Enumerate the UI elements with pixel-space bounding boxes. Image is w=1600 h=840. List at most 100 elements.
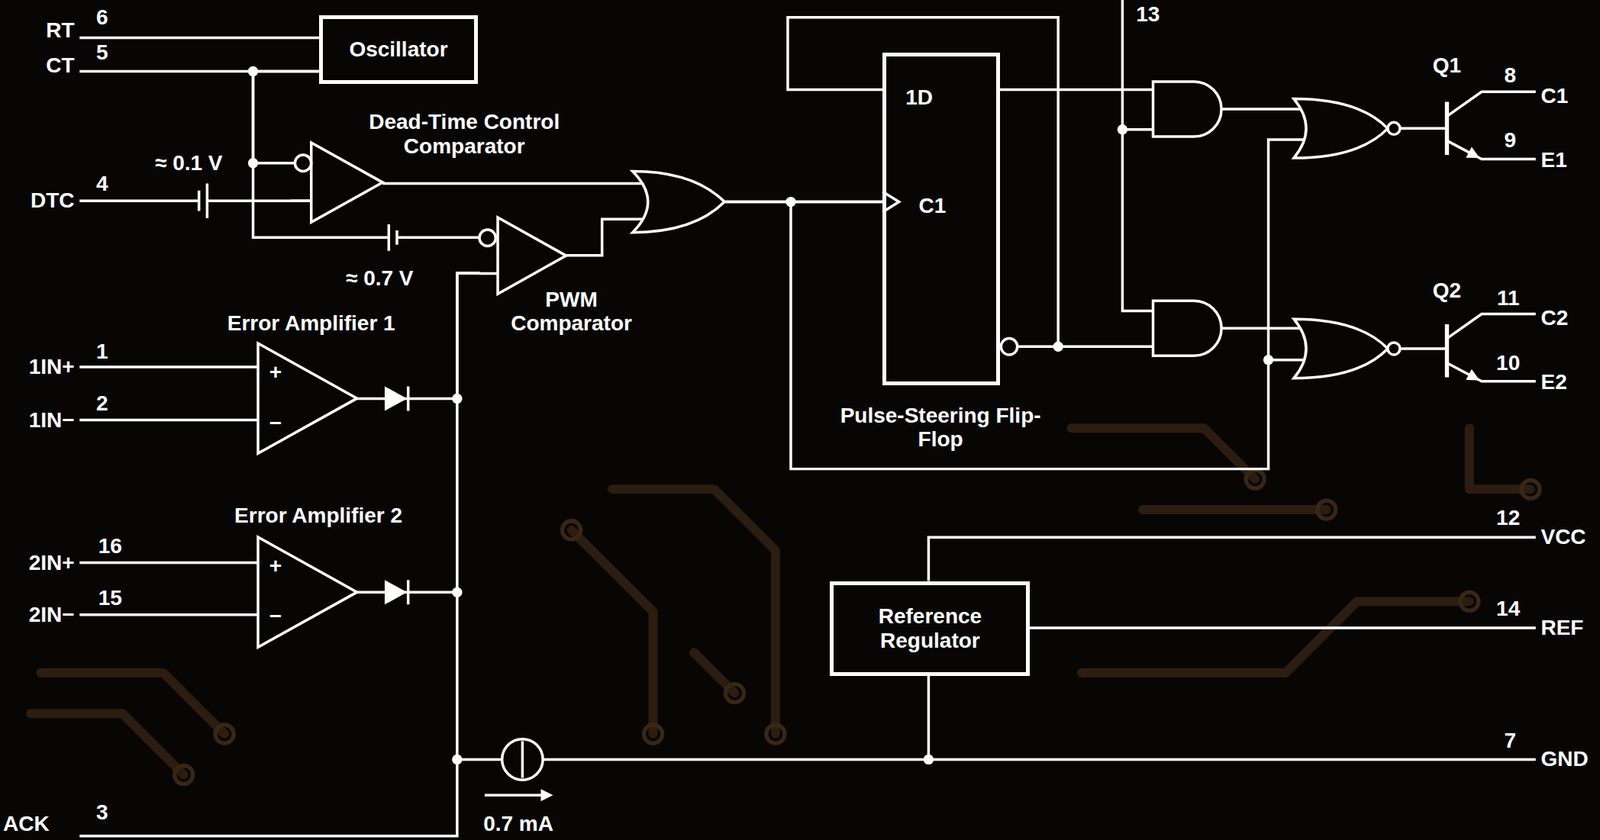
junction-dot bbox=[248, 66, 259, 77]
pin-name: DTC bbox=[30, 189, 75, 213]
wires bbox=[79, 0, 1536, 837]
wire bbox=[790, 139, 1309, 470]
pin-number: 6 bbox=[96, 5, 109, 30]
pin-name: E2 bbox=[1540, 370, 1567, 395]
signal-wire bbox=[566, 202, 883, 256]
op-amp-symbol bbox=[258, 537, 358, 648]
pcb-pads bbox=[174, 470, 1541, 785]
current-arrow-head bbox=[540, 789, 553, 802]
pin-name: C2 bbox=[1540, 306, 1568, 330]
current-label: 0.7 mA bbox=[483, 812, 554, 836]
op-amp-symbol bbox=[258, 343, 358, 454]
pin-name: 1IN− bbox=[29, 408, 75, 433]
pin-name: GND bbox=[1540, 748, 1588, 772]
junction-dot bbox=[451, 587, 462, 598]
pcb-pad bbox=[643, 725, 662, 744]
oscillator-block: Oscillator bbox=[319, 15, 478, 84]
signal-wire bbox=[357, 273, 480, 399]
transistor-name: Q1 bbox=[1432, 53, 1462, 78]
pin-number: 8 bbox=[1504, 63, 1517, 88]
pin-number: 9 bbox=[1504, 129, 1517, 153]
and-gate bbox=[1153, 81, 1223, 137]
amplifier-triangle bbox=[258, 343, 358, 454]
emitter-arrow bbox=[1465, 369, 1480, 381]
pcb-trace bbox=[571, 530, 654, 735]
pcb-trace bbox=[1469, 428, 1531, 490]
junction-dot bbox=[1117, 124, 1128, 135]
junction-dot bbox=[1263, 354, 1274, 365]
wire bbox=[457, 758, 1536, 762]
pin-number: 1 bbox=[96, 340, 109, 365]
battery-symbol bbox=[199, 183, 208, 219]
input-polarity: − bbox=[269, 605, 282, 630]
wire bbox=[1122, 0, 1155, 312]
port-label: 1D bbox=[905, 85, 933, 110]
voltage-label: ≈ 0.1 V bbox=[154, 151, 223, 175]
transistor-name: Q2 bbox=[1432, 278, 1462, 303]
pin-number: 10 bbox=[1496, 351, 1520, 375]
wire bbox=[1400, 128, 1447, 349]
pin-number: 16 bbox=[98, 535, 123, 559]
port-label: C1 bbox=[919, 193, 947, 218]
comparator-symbol bbox=[290, 142, 383, 223]
transistor-symbol bbox=[1446, 91, 1536, 159]
junction-dot bbox=[451, 393, 462, 404]
input-polarity: + bbox=[269, 554, 282, 578]
diode-symbol bbox=[384, 386, 407, 411]
inverter-bubble bbox=[1387, 342, 1400, 355]
wire bbox=[787, 17, 1155, 348]
wire bbox=[79, 199, 311, 202]
input-lead bbox=[479, 237, 498, 274]
pcb-pad bbox=[215, 725, 234, 744]
voltage-label: ≈ 0.7 V bbox=[345, 266, 414, 291]
pin-number: 7 bbox=[1504, 729, 1517, 754]
pcb-trace bbox=[30, 713, 184, 775]
input-lead bbox=[290, 163, 312, 201]
pcb-pad bbox=[562, 521, 581, 540]
signal-wire bbox=[253, 70, 320, 163]
pcb-pad bbox=[174, 765, 194, 784]
pcb-pad bbox=[1317, 500, 1336, 520]
comparator-symbol: PWM Comparator bbox=[479, 217, 567, 294]
component-name: Error Amplifier 2 bbox=[185, 503, 452, 528]
pin-number: 12 bbox=[1496, 506, 1520, 530]
wire bbox=[79, 36, 320, 39]
wire bbox=[928, 537, 1536, 760]
current-source-symbol bbox=[502, 739, 543, 781]
inverter-bubble bbox=[479, 229, 496, 246]
comparator-triangle bbox=[497, 217, 567, 294]
pin-number: 4 bbox=[96, 171, 109, 196]
and-gate bbox=[1153, 300, 1223, 356]
or-gate bbox=[632, 170, 725, 233]
component-name: Pulse-Steering Flip-Flop bbox=[838, 403, 1042, 452]
pcb-pad bbox=[1245, 470, 1265, 489]
pin-name: C1 bbox=[1540, 83, 1568, 108]
pcb-trace bbox=[1081, 601, 1470, 674]
op-amp-symbol: Error Amplifier 2+− bbox=[258, 537, 358, 648]
diode-bar bbox=[406, 386, 410, 605]
inverter-bubble bbox=[294, 154, 311, 171]
block-name: Reference Regulator bbox=[853, 604, 1007, 653]
junction-dot bbox=[785, 196, 796, 207]
pin-name: REF bbox=[1540, 616, 1584, 641]
pcb-trace bbox=[1071, 428, 1256, 480]
pin-number: 5 bbox=[96, 41, 109, 65]
pin-number: 15 bbox=[98, 587, 123, 611]
pin-name: CT bbox=[45, 53, 75, 78]
pin-name: RT bbox=[45, 19, 75, 43]
input-polarity: − bbox=[269, 411, 282, 436]
nor-gate bbox=[1293, 319, 1388, 378]
pin-number: 14 bbox=[1496, 596, 1520, 621]
current-arrow bbox=[484, 793, 543, 797]
block-name: Oscillator bbox=[348, 37, 448, 62]
diode-symbol bbox=[384, 580, 407, 605]
current-source-symbol bbox=[521, 741, 524, 778]
pin-number: 2 bbox=[96, 392, 109, 417]
component-name: Error Amplifier 1 bbox=[178, 311, 445, 336]
battery-symbol bbox=[388, 224, 397, 252]
comparator-symbol bbox=[290, 142, 383, 223]
inverter-bubble bbox=[1387, 122, 1400, 135]
